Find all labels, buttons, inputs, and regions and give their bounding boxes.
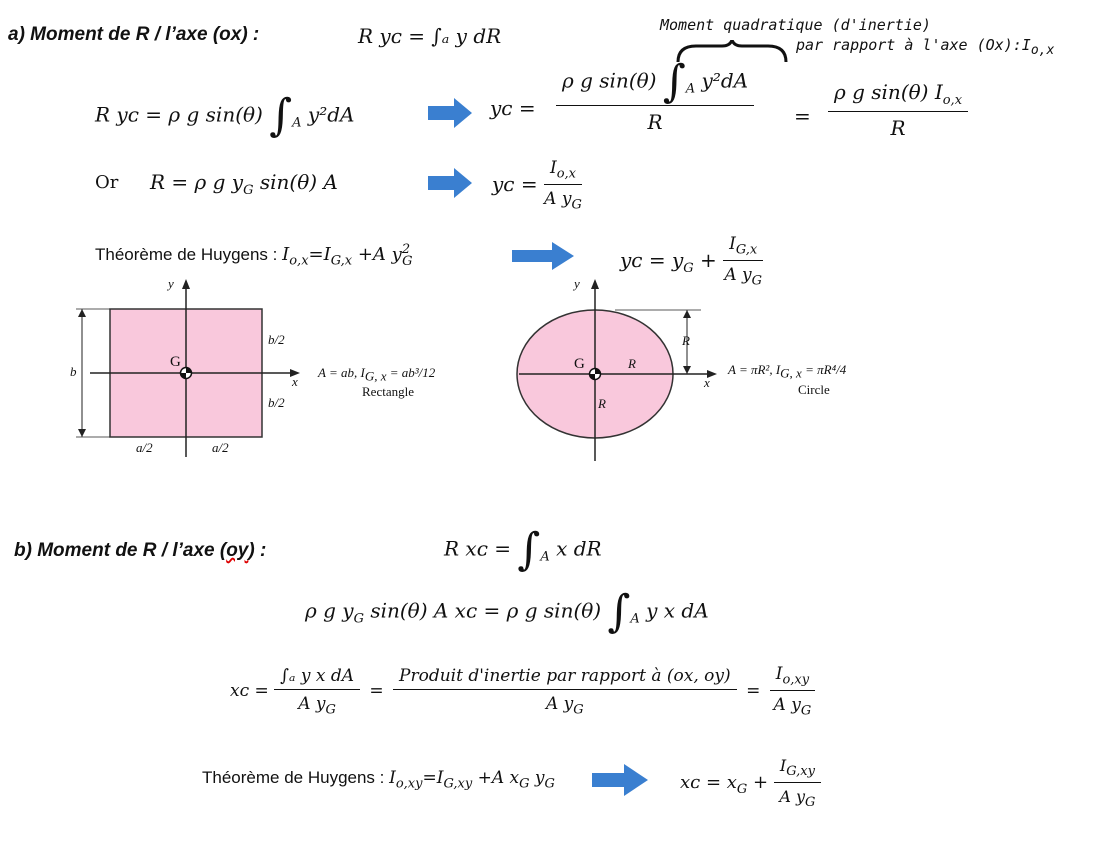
rect-b-half-bottom: b/2 xyxy=(268,395,285,410)
section-a-title: a) Moment de R / l’axe (ox) : xyxy=(8,24,260,45)
circle-figure xyxy=(516,279,717,461)
eq-a1: R yᴄ = ∫ₐ y dR xyxy=(358,24,502,48)
brace-annotation-line2: par rapport à l'axe (Ox):Io,x xyxy=(796,36,1055,58)
rectangle-figure xyxy=(76,279,300,457)
brace-annotation-line1: Moment quadratique (d'inertie) xyxy=(660,16,931,34)
rect-center-label: G xyxy=(170,354,181,370)
eq-a2-left: R yᴄ = ρ g sin(θ) ∫A y²dA xyxy=(95,90,355,141)
circle-r-right: R xyxy=(628,356,636,371)
circle-x-label: x xyxy=(704,375,710,390)
huygens-b-result: xᴄ = xG + IG,xy A yG xyxy=(680,756,821,810)
rect-y-label: y xyxy=(168,276,174,291)
eq-b2: ρ g yG sin(θ) A xᴄ = ρ g sin(θ) ∫A y x d… xyxy=(305,586,709,637)
equals-sign: = xyxy=(794,104,811,128)
huygens-b: Théorème de Huygens : Io,xy=IG,xy +A xG … xyxy=(202,768,555,792)
eq-a2-rhs: ρ g sin(θ) Io,x R xyxy=(828,80,969,140)
or-label: Or xyxy=(95,172,119,193)
rect-x-label: x xyxy=(292,374,298,389)
arrow-icon xyxy=(512,242,574,270)
eq-a2-fraction: ρ g sin(θ) ∫A y²dA R xyxy=(556,60,755,134)
overbrace xyxy=(676,40,788,63)
rect-caption: Rectangle xyxy=(362,384,414,399)
arrow-icon xyxy=(428,98,472,128)
eq-a2-yc: yᴄ = xyxy=(490,96,536,120)
eq-a3: R = ρ g yG sin(θ) A xyxy=(150,170,338,198)
rect-formula: A = ab, IG, x = ab³/12 xyxy=(318,365,436,384)
arrow-icon xyxy=(592,764,648,796)
section-b-title: b) Moment de R / l’axe (oy) : xyxy=(14,540,267,561)
arrow-icon xyxy=(428,168,472,198)
circle-r-top: R xyxy=(682,333,690,348)
rect-a-half-left: a/2 xyxy=(136,440,153,455)
eq-b1: R xᴄ = ∫A x dR xyxy=(444,524,602,575)
eq-b3: xᴄ = ∫ₐ y x dA A yG = Produit d'inertie … xyxy=(230,664,816,719)
huygens-a-result: yᴄ = yG + IG,x A yG xyxy=(620,234,764,289)
huygens-a: Théorème de Huygens : Io,x=IG,x +A y2G xyxy=(95,242,413,269)
circle-r-bottom: R xyxy=(598,396,606,411)
rect-b-half-top: b/2 xyxy=(268,332,285,347)
circle-formula: A = πR², IG, x = πR⁴/4 xyxy=(728,362,847,381)
circle-center-label: G xyxy=(574,356,585,372)
rect-b-label: b xyxy=(70,364,77,379)
eq-a3-result: yᴄ = Io,x A yG xyxy=(492,158,582,213)
rect-a-half-right: a/2 xyxy=(212,440,229,455)
circle-y-label: y xyxy=(574,276,580,291)
circle-caption: Circle xyxy=(798,382,830,397)
